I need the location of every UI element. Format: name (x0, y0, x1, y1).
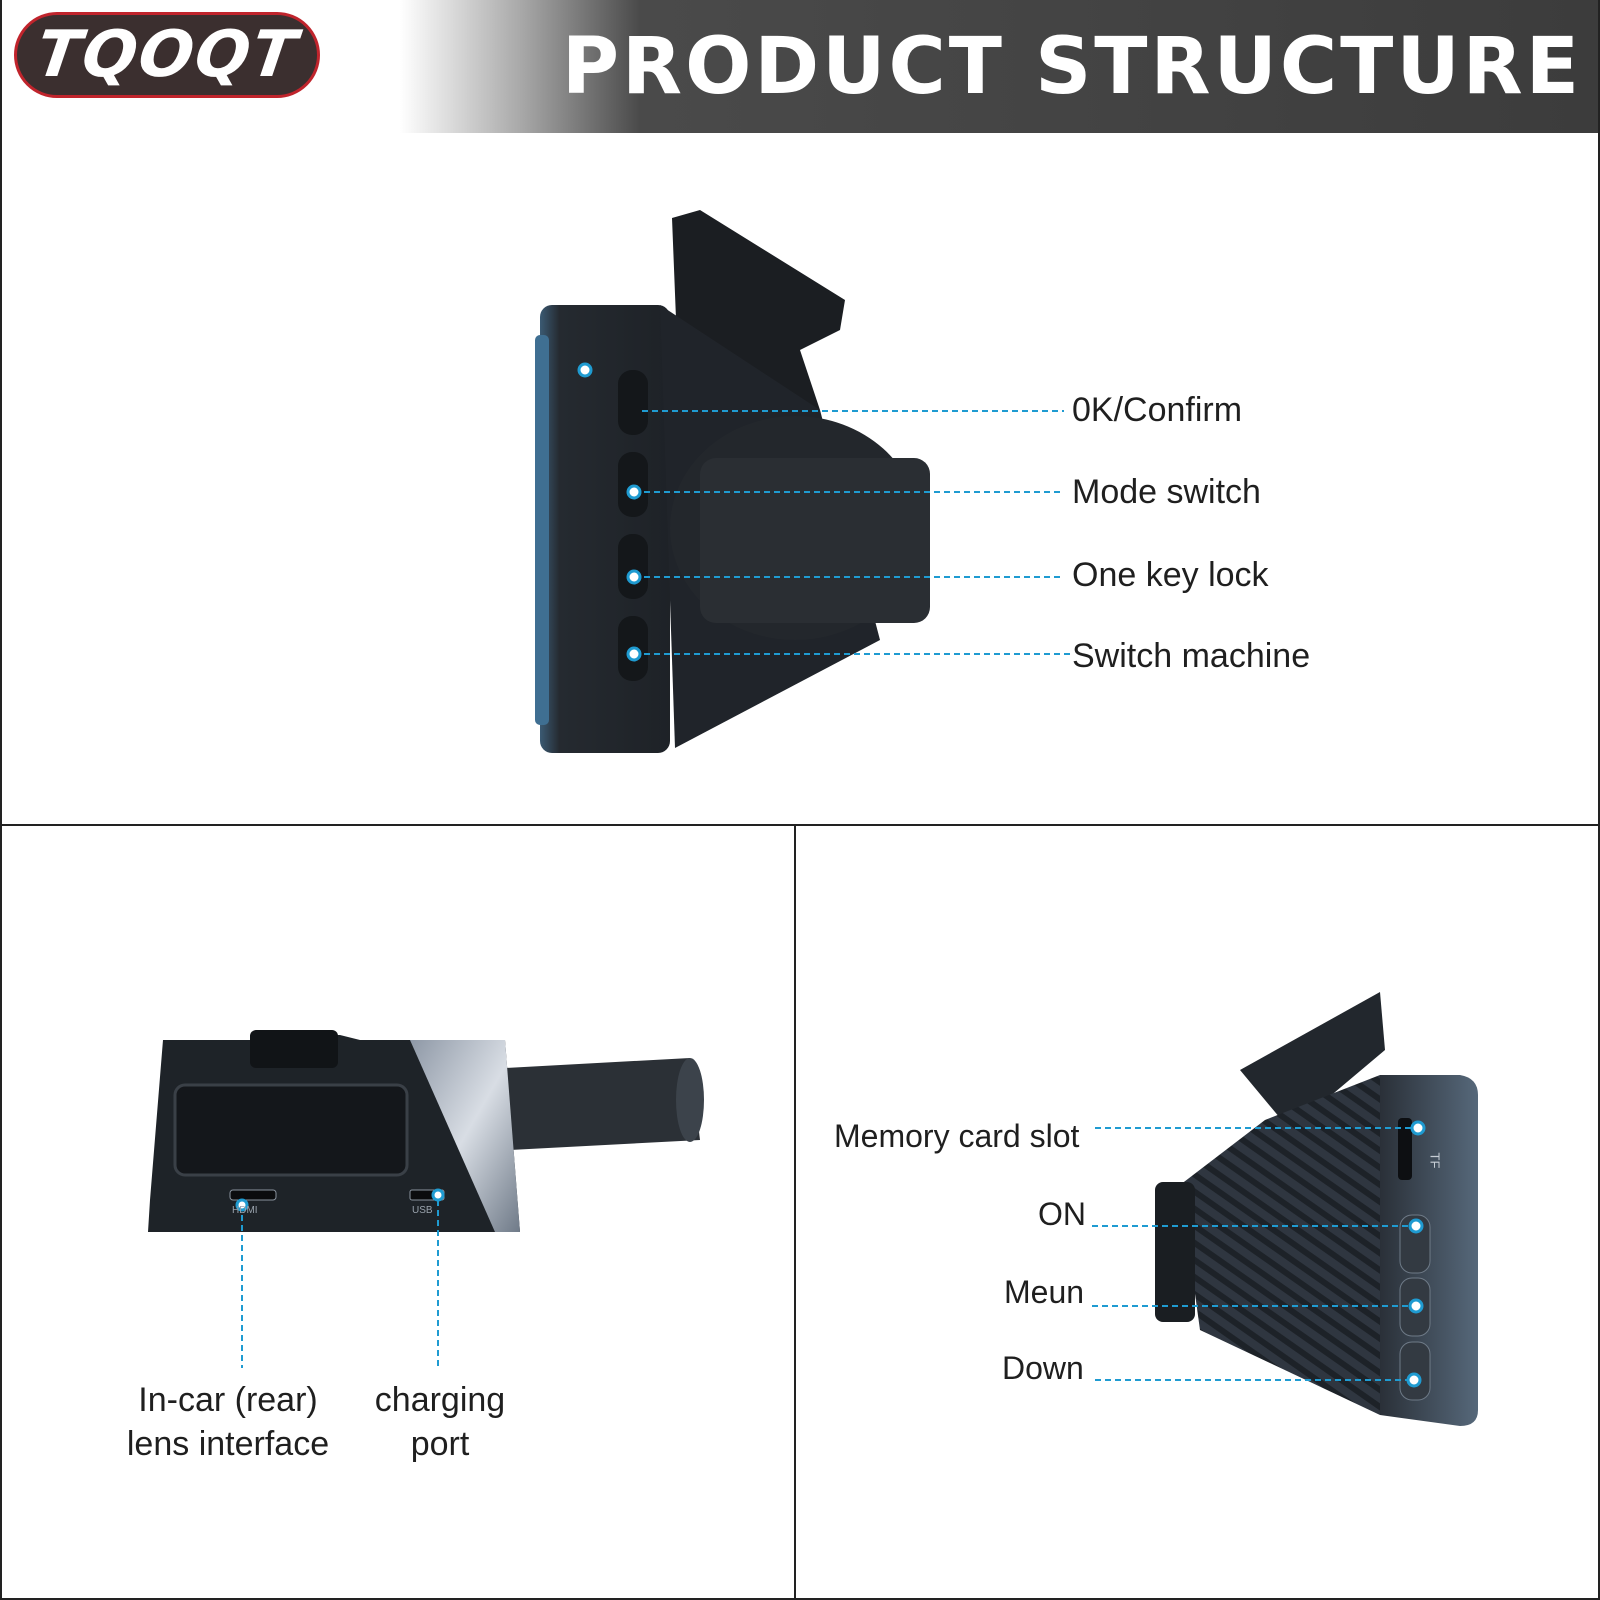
lens-cylinder (505, 1058, 700, 1150)
metal-panel (410, 1040, 520, 1232)
mount-block (700, 458, 930, 623)
hdmi-port (229, 1189, 277, 1201)
dashcam-bottom-view (148, 1030, 704, 1232)
label-memory-card-slot: Memory card slot (834, 1118, 1080, 1154)
label-charging-line2: port (410, 1425, 470, 1464)
dashcam-front-view (535, 210, 930, 753)
label-rear-lens-line1: In-car (rear) (138, 1381, 318, 1419)
label-down: Down (1002, 1350, 1084, 1386)
button-mode (618, 452, 648, 517)
camera-body (540, 305, 670, 753)
button-ok (618, 370, 648, 435)
label-rear-lens: In-car (rear) lens interface (118, 1378, 338, 1466)
label-ok-confirm: 0K/Confirm (1072, 391, 1243, 429)
label-on: ON (1038, 1196, 1086, 1232)
mount-knob (250, 1030, 338, 1068)
label-switch-machine: Switch machine (1072, 637, 1311, 675)
button-lock (618, 534, 648, 599)
front-callout-dots (577, 362, 642, 662)
dashcam-side-view (1155, 992, 1478, 1426)
label-rear-lens-line2: lens interface (126, 1425, 330, 1464)
label-mode-switch: Mode switch (1072, 473, 1261, 511)
bottom-callouts (241, 1200, 439, 1368)
label-charging-line1: charging (374, 1381, 506, 1419)
hdmi-mark: HDMI (232, 1205, 258, 1216)
side-block (1155, 1182, 1195, 1322)
label-menu: Meun (1004, 1274, 1085, 1310)
side-view-panel (794, 824, 1600, 1600)
side-stripes (1180, 1075, 1380, 1415)
bottom-callout-dots (235, 1188, 445, 1212)
side-callouts (1092, 1127, 1418, 1381)
button-down (1399, 1341, 1431, 1401)
side-callout-dots (1406, 1120, 1426, 1388)
tf-mark: TF (1427, 1152, 1443, 1169)
page-title: PRODUCT STRUCTURE (561, 22, 1582, 112)
front-callouts (634, 410, 1072, 655)
label-one-key-lock: One key lock (1072, 556, 1269, 594)
label-charging-port: charging port (360, 1378, 520, 1466)
tf-slot (1398, 1118, 1412, 1180)
bottom-pad (173, 1083, 409, 1177)
usb-mark: USB (412, 1205, 433, 1216)
screen-edge (535, 335, 549, 725)
side-mount (1240, 992, 1385, 1130)
brand-logo: TQOQT (14, 12, 320, 98)
